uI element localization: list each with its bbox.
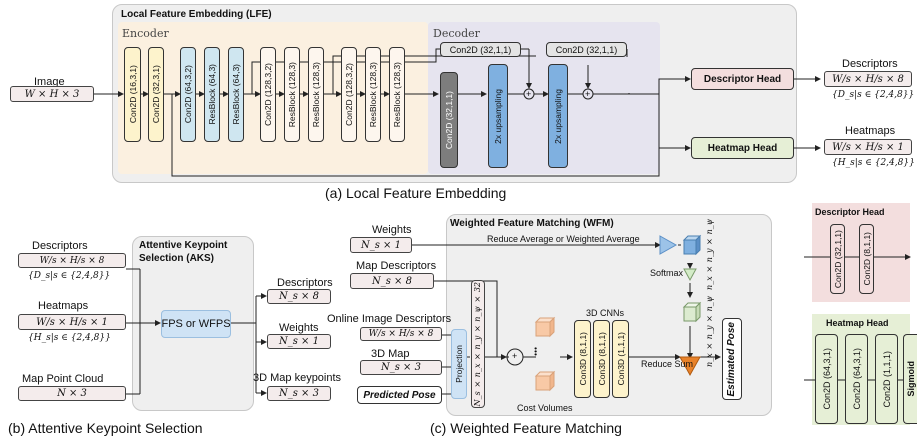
aks-in-cloud-label: Map Point Cloud [22,373,104,385]
enc-block-6: Con2D (128,3,2) [260,47,276,142]
heat-head-block-3: Con2D (1,1,1) [875,334,898,424]
lfe-out-desc-shape: W/s × H/s × 8 [824,71,912,87]
aks-in-desc-label: Descriptors [32,240,88,252]
cnn-block-2: Con3D (8,1,1) [593,320,610,398]
aks-out-w-shape: N_s × 1 [267,334,331,349]
heat-head-title: Heatmap Head [826,318,889,328]
enc-block-7: ResBlock (128,3) [284,47,300,142]
estimated-pose-block: Estimated Pose [722,318,742,400]
lfe-out-heat-label: Heatmaps [845,125,896,137]
wfm-title: Weighted Feature Matching (WFM) [450,218,614,229]
projection-block: Projection [451,329,467,399]
tensor-shape-block: N_s × n_x × n_y × n_ψ × 32 [471,280,485,408]
lfe-out-desc-set: {D_s|s ∈ {2,4,8}} [832,90,915,100]
aks-out-desc-label: Descriptors [277,277,333,289]
lfe-out-heat-set: {H_s|s ∈ {2,4,8}} [832,158,915,168]
aks-out-desc-shape: N_s × 8 [267,289,331,304]
cost-volume-dots: • • • [531,347,540,355]
encoder-label: Encoder [122,27,169,40]
cnn-label: 3D CNNs [586,308,625,318]
cost-volumes-label: Cost Volumes [517,403,573,413]
decoder-label: Decoder [433,27,480,40]
dec-top-conv-1: Con2D (32,1,1) [440,42,521,57]
aks-in-heat-label: Heatmaps [38,300,89,312]
lfe-caption: (a) Local Feature Embedding [325,185,507,201]
aks-in-heat-set: {H_s|s ∈ {2,4,8}} [28,333,111,343]
enc-block-11: ResBlock (128,3) [389,47,405,142]
desc-head-block-2: Con2D (8,1,1) [859,224,874,294]
wfm-weights-label: Weights [372,224,412,236]
dec-conv-block: Con2D (32,1,1) [440,72,458,168]
heat-head-block-4: Sigmoid [903,334,917,424]
wfm-3dmap-shape: N_s × 3 [360,360,442,375]
desc-head-block-1: Con2D (32,1,1) [830,224,845,294]
upsample-block-1: 2x upsampling [488,64,508,168]
softmax-triangle-top [659,235,678,255]
wfm-3dmap-label: 3D Map [371,348,410,360]
wfm-caption: (c) Weighted Feature Matching [430,420,622,436]
cube-top [682,234,702,256]
image-shape-box: W × H × 3 [10,86,94,102]
aks-caption: (b) Attentive Keypoint Selection [8,420,203,436]
reduce-sum-label: Reduce Sum [641,359,694,369]
aks-in-desc-shape: W/s × H/s × 8 [18,253,126,268]
lfe-title: Local Feature Embedding (LFE) [121,9,272,20]
dec-top-conv-2: Con2D (32,1,1) [546,42,627,57]
descriptor-head-box: Descriptor Head [691,68,794,90]
enc-block-2: Con2D (32,3,1) [148,47,164,142]
plus-sign-2: + [585,89,591,99]
desc-head-title: Descriptor Head [815,207,885,217]
aks-out-kp-shape: N_s × 3 [267,386,331,401]
aks-in-heat-shape: W/s × H/s × 1 [18,314,126,330]
enc-block-9: Con2D (128,3,2) [341,47,357,142]
softmax-triangle-down [683,268,697,282]
aks-in-cloud-shape: N × 3 [18,386,126,401]
predicted-pose-box: Predicted Pose [357,386,442,404]
wfm-weights-shape: N_s × 1 [350,237,412,253]
reduce-sum-triangle [679,356,701,377]
softmax-label: Softmax [650,268,684,278]
enc-block-1: Con2D (16,3,1) [124,47,141,142]
image-label: Image [34,76,65,88]
aks-title-1: Attentive Keypoint [139,240,228,251]
reduce-average-label: Reduce Average or Weighted Average [487,234,640,244]
cube-dims-top: n_x × n_y × n_ψ [705,219,714,290]
enc-block-4: ResBlock (64,3) [204,47,220,142]
fps-box: FPS or WFPS [161,310,231,338]
enc-block-5: ResBlock (64,3) [228,47,244,142]
wfm-map-desc-shape: N_s × 8 [350,273,434,289]
heat-head-block-2: Con2D (64,3,1) [845,334,868,424]
enc-block-3: Con2D (64,3,2) [180,47,196,142]
enc-block-8: ResBlock (128,3) [308,47,324,142]
heat-head-block-1: Con2D (64,3,1) [815,334,838,424]
cnn-block-1: Con3D (8,1,1) [574,320,591,398]
aks-out-w-label: Weights [279,322,319,334]
cnn-block-3: Con3D (1,1,1) [612,320,629,398]
heatmap-head-box: Heatmap Head [691,137,794,159]
wfm-online-shape: W/s × H/s × 8 [360,327,442,341]
cube-dims-bottom: n_x × n_y × n_ψ [705,296,714,367]
upsample-block-2: 2x upsampling [548,64,568,168]
aks-title-2: Selection (AKS) [139,253,215,264]
lfe-out-heat-shape: W/s × H/s × 1 [824,139,912,155]
wfm-online-label: Online Image Descriptors [327,313,452,325]
plus-sign-1: + [526,89,532,99]
aks-in-desc-set: {D_s|s ∈ {2,4,8}} [28,271,111,281]
enc-block-10: ResBlock (128,3) [365,47,381,142]
lfe-out-desc-label: Descriptors [842,58,898,70]
aks-out-kp-label: 3D Map keypoints [253,372,342,384]
wfm-map-desc-label: Map Descriptors [356,260,437,272]
plus-circle-sign: + [512,351,518,361]
